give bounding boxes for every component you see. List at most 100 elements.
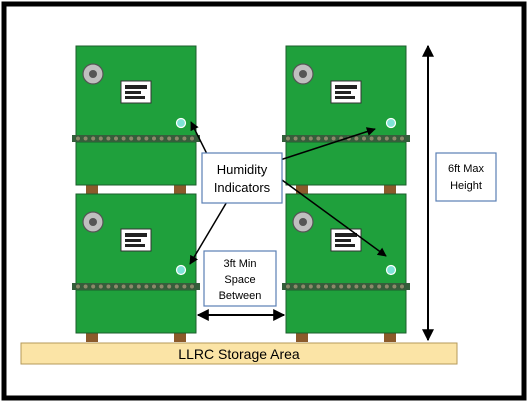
spacing-label-frame: [203, 250, 277, 307]
flange-rivet: [105, 284, 111, 290]
container-foot: [174, 184, 186, 194]
flange-rivet: [98, 135, 104, 141]
humidity-pointer-arrow-bottom-right: [281, 179, 387, 257]
flange-rivet: [293, 135, 299, 141]
humidity-label-box: Humidity Indicators: [201, 152, 283, 204]
flange-rivet: [151, 135, 157, 141]
container-foot: [384, 332, 396, 342]
container-bottom-left: [72, 193, 200, 342]
flange-rivet: [128, 135, 134, 141]
nameplate-line: [335, 239, 351, 242]
flange-rivet: [143, 135, 149, 141]
humidity-pointer-arrow-top-right: [279, 127, 376, 161]
flange-rivet: [121, 284, 127, 290]
flange-rivet: [181, 135, 187, 141]
height-label-frame: [435, 152, 497, 202]
spacing-label-line-2: Space: [224, 274, 255, 286]
nameplate-line: [335, 85, 357, 89]
nameplate-line: [125, 91, 141, 94]
flange-rivet: [391, 284, 397, 290]
flange-rivet: [323, 135, 329, 141]
humidity-label-line-1: Humidity: [217, 162, 268, 177]
flange-rivet: [159, 284, 165, 290]
spacing-label-line-1: 3ft Min: [223, 258, 256, 270]
flange-rivet: [136, 135, 142, 141]
flange-rivet: [369, 135, 375, 141]
container-body-lower: [75, 289, 197, 334]
nameplate-line: [125, 96, 145, 99]
flange-rivet: [174, 284, 180, 290]
storage-area: LLRC Storage Area: [20, 342, 458, 365]
humidity-indicator-icon: [175, 117, 187, 129]
flange-rivet: [361, 284, 367, 290]
storage-area-label: LLRC Storage Area: [178, 346, 300, 362]
container-body-lower: [75, 141, 197, 186]
spacing-label-line-3: Between: [219, 290, 262, 302]
flange-rivet: [323, 284, 329, 290]
flange-rivet: [113, 135, 119, 141]
container-flange-band: [282, 283, 410, 290]
flange-rivet: [384, 284, 390, 290]
flange-rivet: [399, 135, 405, 141]
height-label-line-2: Height: [450, 180, 482, 192]
flange-rivet: [300, 135, 306, 141]
flange-rivet: [331, 135, 337, 141]
container-foot: [296, 332, 308, 342]
flange-rivet: [315, 284, 321, 290]
flange-rivet: [300, 284, 306, 290]
flange-rivet: [90, 284, 96, 290]
humidity-indicator-icon: [175, 264, 187, 276]
flange-rivet: [346, 284, 352, 290]
flange-rivet: [353, 135, 359, 141]
flange-rivet: [105, 135, 111, 141]
flange-rivet: [143, 284, 149, 290]
container-top-right: [282, 45, 410, 194]
flange-rivet: [353, 284, 359, 290]
container-flange-band: [72, 283, 200, 290]
flange-rivet: [75, 135, 81, 141]
nameplate-line: [125, 85, 147, 89]
container-bottom-right: [282, 193, 410, 342]
flange-rivet: [174, 135, 180, 141]
container-foot: [384, 184, 396, 194]
container-body-lower: [285, 289, 407, 334]
humidity-indicator-icon: [385, 117, 397, 129]
dial-center: [89, 218, 97, 226]
flange-rivet: [331, 284, 337, 290]
flange-rivet: [369, 284, 375, 290]
nameplate-line: [125, 239, 141, 242]
humidity-indicator-icon: [385, 264, 397, 276]
container-stacks: [72, 45, 410, 342]
nameplate-line: [335, 233, 357, 237]
flange-rivet: [315, 135, 321, 141]
flange-rivet: [90, 135, 96, 141]
flange-rivet: [128, 284, 134, 290]
flange-rivet: [338, 284, 344, 290]
container-body-lower: [285, 141, 407, 186]
flange-rivet: [293, 284, 299, 290]
flange-rivet: [376, 135, 382, 141]
nameplate-line: [335, 244, 355, 247]
flange-rivet: [308, 284, 314, 290]
nameplate-line: [335, 96, 355, 99]
nameplate-line: [125, 233, 147, 237]
flange-rivet: [151, 284, 157, 290]
height-label-line-1: 6ft Max: [448, 163, 485, 175]
flange-rivet: [98, 284, 104, 290]
flange-rivet: [113, 284, 119, 290]
flange-rivet: [189, 135, 195, 141]
humidity-label-frame: [201, 152, 283, 204]
flange-rivet: [384, 135, 390, 141]
flange-rivet: [189, 284, 195, 290]
spacing-label-box: 3ft Min Space Between: [203, 250, 277, 307]
flange-rivet: [285, 135, 291, 141]
container-foot: [86, 184, 98, 194]
flange-rivet: [308, 135, 314, 141]
flange-rivet: [159, 135, 165, 141]
height-label-box: 6ft Max Height: [435, 152, 497, 202]
flange-rivet: [83, 135, 89, 141]
humidity-label-line-2: Indicators: [214, 180, 271, 195]
flange-rivet: [75, 284, 81, 290]
